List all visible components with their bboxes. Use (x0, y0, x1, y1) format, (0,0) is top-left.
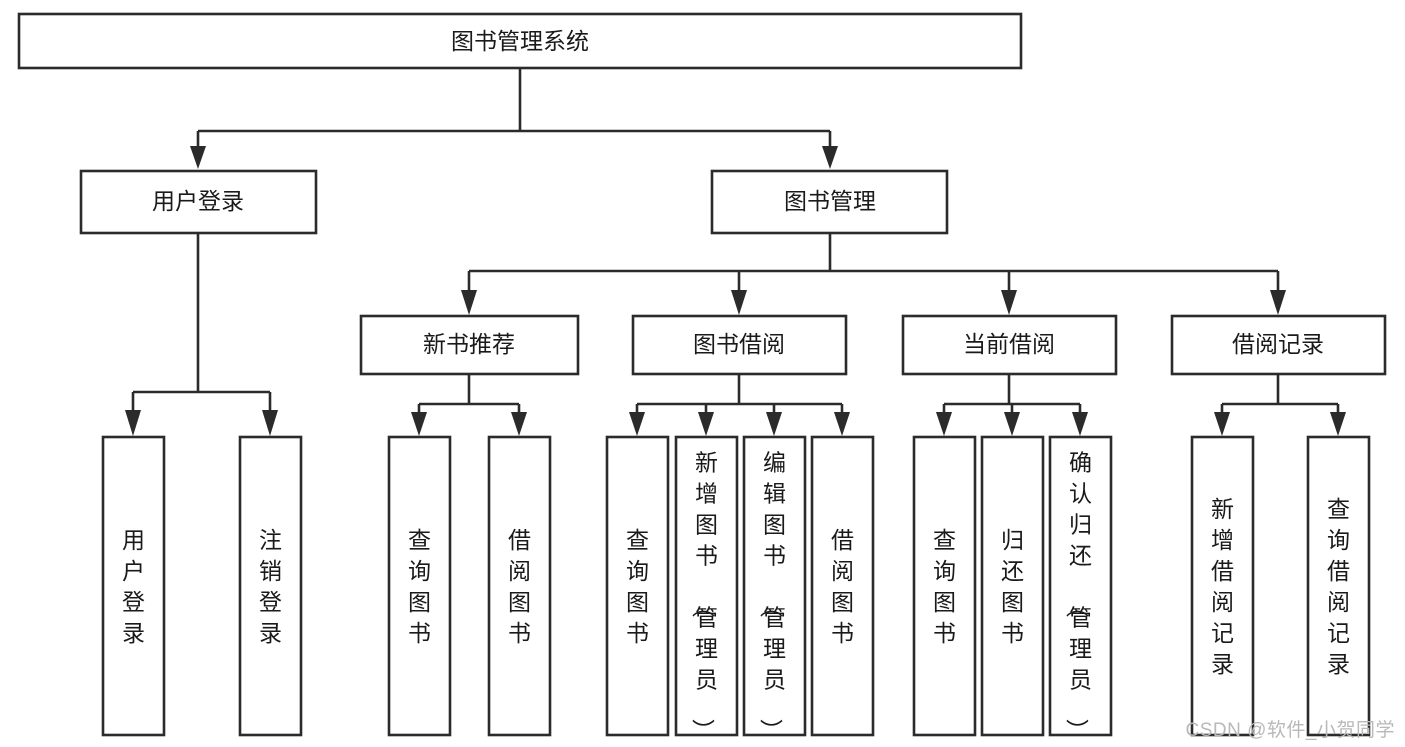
node-book-manage-label: 图书管理 (784, 188, 876, 214)
connector-group-new-book-rec (411, 374, 527, 436)
node-user-login[interactable]: 用户登录 (79, 169, 318, 235)
leaf-query-book-3-label: 查询图书 (933, 527, 956, 646)
leaf-add-record-box[interactable] (1190, 435, 1255, 737)
arrow-head-leaf-confirm-return (1072, 412, 1088, 436)
leaf-borrow-book-2-label: 借阅图书 (831, 527, 854, 646)
node-new-book-rec-label: 新书推荐 (423, 331, 515, 357)
node-borrow-record[interactable]: 借阅记录 (1170, 314, 1387, 376)
node-book-manage[interactable]: 图书管理 (710, 169, 949, 235)
leaf-add-book-box[interactable] (674, 435, 739, 737)
node-current-borrow[interactable]: 当前借阅 (901, 314, 1118, 376)
connector-group-book-manage (461, 233, 1286, 315)
leaf-user-logout-label: 注销登录 (259, 527, 282, 646)
leaf-node-confirm-return[interactable]: 确认归还（管理员） (1048, 435, 1113, 742)
connector-group-borrow-record (1214, 374, 1346, 436)
arrow-head-leaf-add-book (698, 412, 714, 436)
leaf-query-book-1-box[interactable] (387, 435, 452, 737)
leaf-user-login-box[interactable] (101, 435, 166, 737)
leaf-node-query-record[interactable]: 查询借阅记录 (1306, 435, 1371, 737)
leaf-query-book-3-box[interactable] (912, 435, 977, 737)
leaf-node-borrow-book-2[interactable]: 借阅图书 (810, 435, 875, 737)
leaf-node-user-logout[interactable]: 注销登录 (238, 435, 303, 737)
leaf-return-book-box[interactable] (980, 435, 1045, 737)
leaf-node-return-book[interactable]: 归还图书 (980, 435, 1045, 737)
node-book-borrow[interactable]: 图书借阅 (631, 314, 848, 376)
node-book-manage-box[interactable] (710, 169, 949, 235)
leaf-add-record-label: 新增借阅记录 (1211, 496, 1234, 677)
arrow-head-leaf-return-book (1004, 412, 1020, 436)
leaf-node-add-record[interactable]: 新增借阅记录 (1190, 435, 1255, 737)
node-root-box[interactable] (17, 12, 1023, 70)
node-root[interactable]: 图书管理系统 (17, 12, 1023, 70)
arrow-head-leaf-query-book-1 (411, 412, 427, 436)
connector-group-book-borrow (629, 374, 850, 436)
arrow-head-leaf-user-logout (262, 410, 278, 436)
node-book-borrow-label: 图书借阅 (693, 331, 785, 357)
arrow-head-leaf-query-book-2 (629, 412, 645, 436)
leaf-edit-book-box[interactable] (742, 435, 807, 737)
node-user-login-label: 用户登录 (152, 188, 244, 214)
arrow-head-book-borrow (731, 290, 747, 315)
connector-group-current-borrow (936, 374, 1088, 436)
node-borrow-record-label: 借阅记录 (1232, 331, 1324, 357)
leaf-node-query-book-3[interactable]: 查询图书 (912, 435, 977, 737)
leaf-node-borrow-book-1[interactable]: 借阅图书 (487, 435, 552, 737)
leaf-query-book-1-label: 查询图书 (408, 527, 431, 646)
arrow-head-new-book-rec (461, 290, 477, 315)
leaf-query-book-2-box[interactable] (605, 435, 670, 737)
arrow-head-leaf-query-record (1330, 412, 1346, 436)
leaf-query-record-box[interactable] (1306, 435, 1371, 737)
leaf-node-query-book-2[interactable]: 查询图书 (605, 435, 670, 737)
leaf-confirm-return-box[interactable] (1048, 435, 1113, 737)
arrow-head-leaf-query-book-3 (936, 412, 952, 436)
leaf-return-book-label: 归还图书 (1001, 527, 1024, 646)
arrow-head-borrow-record (1270, 290, 1286, 315)
leaf-node-query-book-1[interactable]: 查询图书 (387, 435, 452, 737)
leaf-borrow-book-1-box[interactable] (487, 435, 552, 737)
node-user-login-box[interactable] (79, 169, 318, 235)
leaf-edit-book-label: 编辑图书（管理员） (758, 450, 786, 742)
leaf-query-record-label: 查询借阅记录 (1327, 496, 1350, 677)
arrow-head-current-borrow (1001, 290, 1017, 315)
connector-group-user-login (125, 233, 278, 436)
arrow-head-leaf-borrow-book-2 (834, 412, 850, 436)
leaf-node-add-book[interactable]: 新增图书（管理员） (674, 435, 739, 742)
node-new-book-rec-box[interactable] (359, 314, 580, 376)
leaf-user-login-label: 用户登录 (122, 527, 145, 646)
leaf-node-user-login[interactable]: 用户登录 (101, 435, 166, 737)
node-book-borrow-box[interactable] (631, 314, 848, 376)
csdn-watermark: CSDN @软件_小贺同学 (1185, 720, 1395, 741)
arrow-head-leaf-edit-book (766, 412, 782, 436)
arrow-head-book-manage (822, 146, 838, 169)
node-root-label: 图书管理系统 (451, 28, 589, 54)
leaf-query-book-2-label: 查询图书 (626, 527, 649, 646)
leaf-borrow-book-1-label: 借阅图书 (508, 527, 531, 646)
connector-group-root (190, 68, 838, 169)
node-new-book-rec[interactable]: 新书推荐 (359, 314, 580, 376)
node-borrow-record-box[interactable] (1170, 314, 1387, 376)
arrow-head-leaf-borrow-book-1 (511, 412, 527, 436)
leaf-borrow-book-2-box[interactable] (810, 435, 875, 737)
leaf-user-logout-box[interactable] (238, 435, 303, 737)
leaf-add-book-label: 新增图书（管理员） (690, 450, 718, 742)
arrow-head-leaf-add-record (1214, 412, 1230, 436)
arrow-head-leaf-user-login (125, 410, 141, 436)
node-current-borrow-label: 当前借阅 (963, 331, 1055, 357)
node-current-borrow-box[interactable] (901, 314, 1118, 376)
leaf-confirm-return-label: 确认归还（管理员） (1064, 450, 1092, 742)
arrow-head-user-login (190, 146, 206, 169)
leaf-node-edit-book[interactable]: 编辑图书（管理员） (742, 435, 807, 742)
